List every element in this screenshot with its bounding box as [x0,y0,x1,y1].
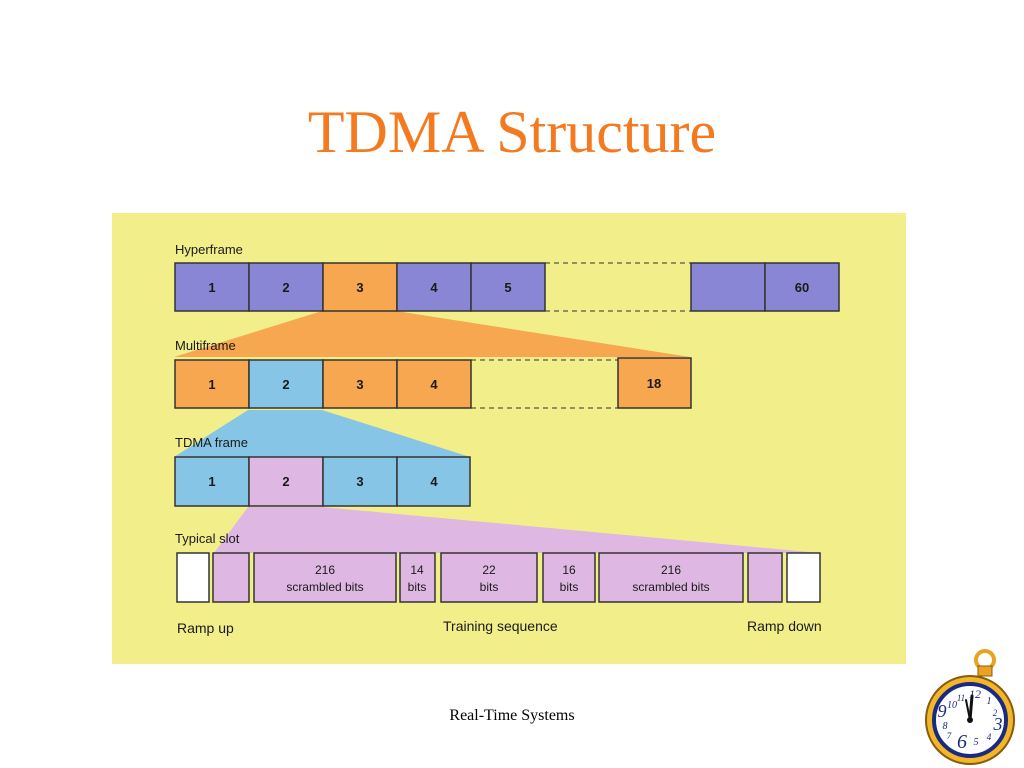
slot-field-value: 22 [482,563,496,577]
clock-dial-number: 4 [987,732,992,742]
slide-footer: Real-Time Systems [449,707,575,724]
multiframe-cell-number: 1 [208,377,215,392]
tdma-frame-cell-number: 4 [430,474,438,489]
clock-dial-number: 8 [943,721,948,732]
hyperframe-cell [396,262,472,312]
slot-field-unit: bits [408,580,427,594]
clock-dial-number: 5 [974,737,979,748]
tdma-structure-diagram: Hyperframe Multiframe TDMA frame Typical… [112,213,906,664]
clock-dial-number: 1 [987,696,992,707]
clock-dial-number: 2 [993,708,998,718]
multiframe-cell-number: 3 [356,377,363,392]
hyperframe-cell-number: 4 [430,280,438,295]
slot-field-box [440,552,538,603]
slot-field-box [399,552,436,603]
tdma-frame-cell [396,456,471,507]
ramp-down-guard-box [786,552,821,603]
hyperframe-cell [470,262,546,312]
ramp-down-label: Ramp down [747,618,822,634]
hyperframe-cell-number: 60 [795,280,809,295]
hyperframe-label: Hyperframe [175,242,243,257]
tdma-frame-cell [248,456,324,507]
hyperframe-cell-number: 3 [356,280,363,295]
slot-field-box [253,552,397,603]
hyperframe-row: 1 2 3 4 5 60 [174,262,840,312]
stopwatch-clock-icon: 12 1 2 3 4 5 6 7 8 9 10 11 [925,649,1015,765]
multiframe-cell [396,359,472,409]
slot-tail-box [212,552,250,603]
multiframe-cell [322,359,398,409]
slot-field-box [598,552,744,603]
hyperframe-cell [248,262,324,312]
slot-field-unit: scrambled bits [632,580,709,594]
slot-field-unit: bits [560,580,579,594]
tdma-frame-label: TDMA frame [175,435,248,450]
slide-title: TDMA Structure [307,99,717,165]
hyperframe-cell-number: 2 [282,280,289,295]
slot-field-box [542,552,596,603]
hyperframe-cell [690,262,766,312]
multiframe-to-tdma-projection [174,410,470,457]
hyperframe-cell [174,262,250,312]
slot-field-value: 216 [315,563,335,577]
tdma-frame-cell-number: 2 [282,474,289,489]
tdma-frame-cell-number: 3 [356,474,363,489]
clock-dial-number: 10 [947,700,957,711]
clock-dial-number: 3 [993,714,1003,734]
multiframe-cell [248,359,324,409]
hyperframe-cell-number: 5 [504,280,511,295]
clock-dial-number: 9 [938,701,947,721]
clock-dial-number: 7 [947,731,952,741]
hyperframe-cell [764,262,840,312]
slot-field-unit: bits [480,580,499,594]
ramp-up-guard-box [176,552,210,603]
ramp-up-label: Ramp up [177,620,234,636]
multiframe-cell [617,357,692,409]
multiframe-cell-number: 4 [430,377,438,392]
hyperframe-to-multiframe-projection [174,311,690,357]
typical-slot-label: Typical slot [175,531,240,546]
slot-field-value: 14 [410,563,424,577]
slot-field-value: 216 [661,563,681,577]
training-sequence-label: Training sequence [443,618,558,634]
clock-dial-number: 11 [957,693,965,703]
slot-tail-box [747,552,783,603]
slot-field-value: 16 [562,563,576,577]
tdma-frame-cell-number: 1 [208,474,215,489]
multiframe-cell-number: 2 [282,377,289,392]
multiframe-label: Multiframe [175,338,236,353]
tdma-frame-cell [322,456,398,507]
hyperframe-cell [322,262,398,312]
clock-dial-number: 6 [957,731,967,753]
hyperframe-cell-number: 1 [208,280,215,295]
tdma-frame-row: 1 2 3 4 [174,456,471,507]
slot-field-unit: scrambled bits [286,580,363,594]
multiframe-cell-number: 18 [647,376,661,391]
multiframe-row: 1 2 3 4 18 [174,357,692,409]
tdma-to-slot-projection [214,507,820,553]
typical-slot-row: 216 scrambled bits 14 bits 22 bits 16 bi… [176,552,821,603]
